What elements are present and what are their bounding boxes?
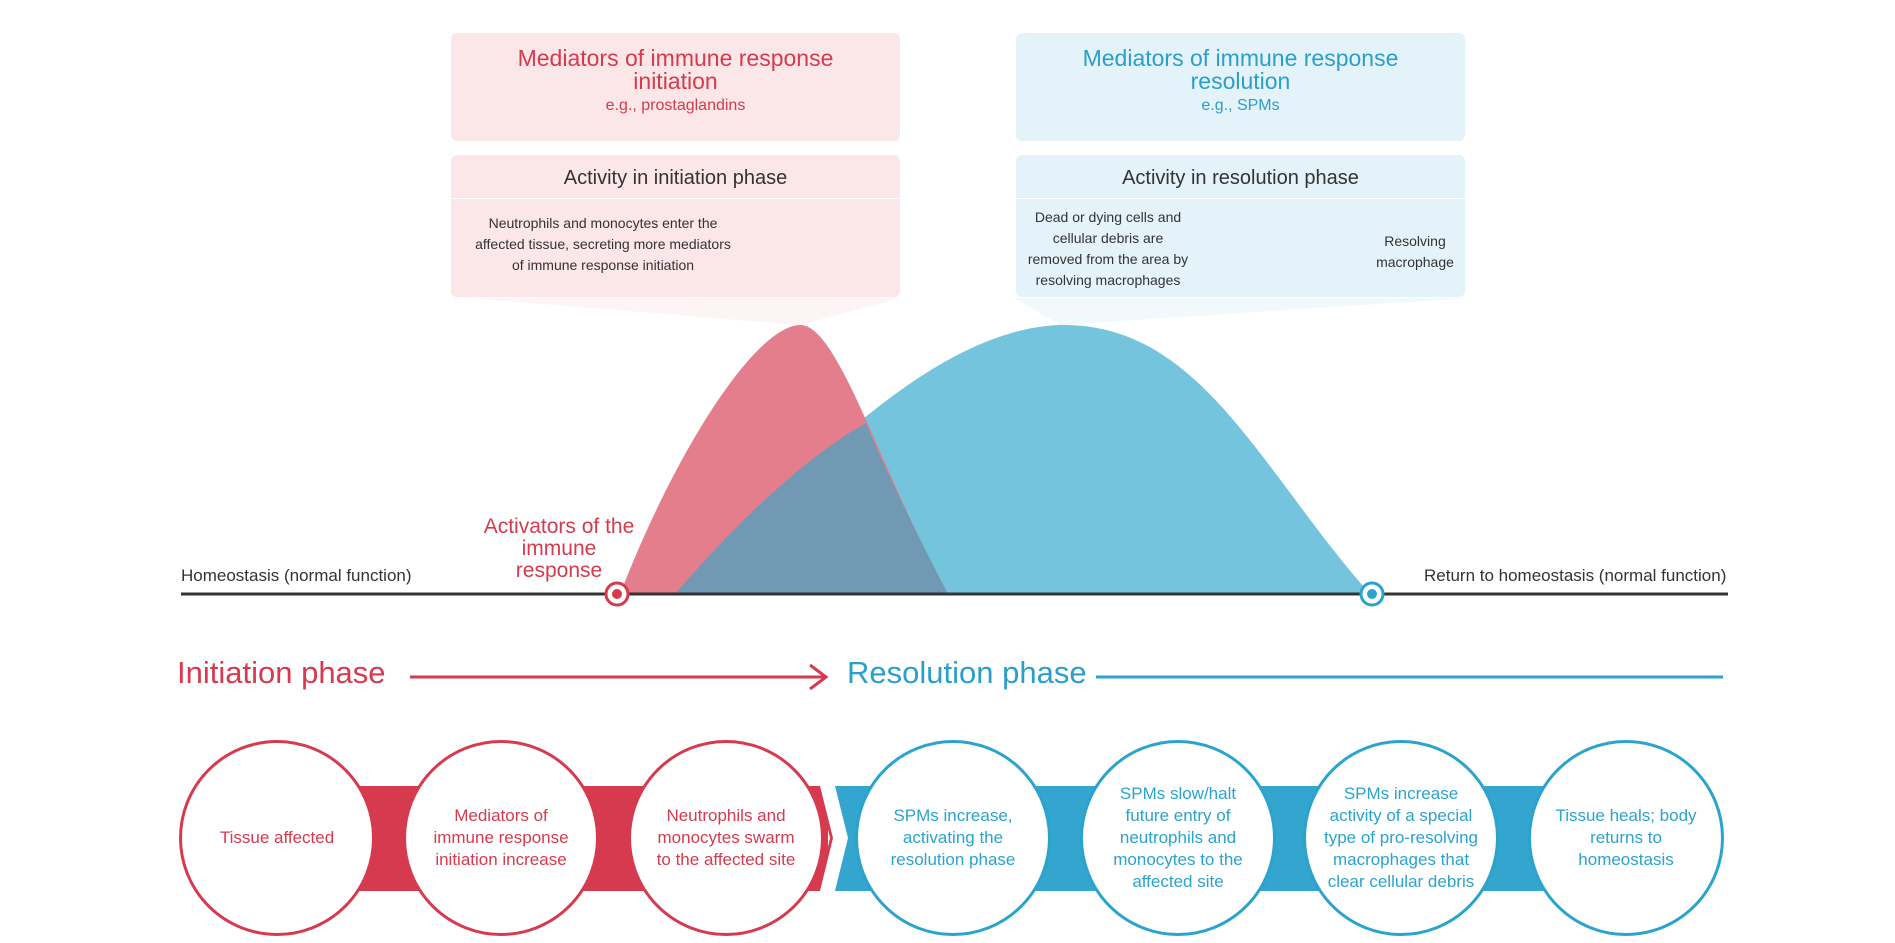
resolution-activity-title: Activity in resolution phase (1016, 167, 1465, 199)
step-circle-1: Tissue affected (179, 740, 375, 936)
resolution-activity-box: Activity in resolution phase Dead or dyi… (1016, 155, 1465, 297)
step-text-2: Mediators of immune response initiation … (433, 806, 569, 869)
resolution-mediators-box: Mediators of immune response resolution … (1016, 33, 1465, 141)
initiation-activity-box: Activity in initiation phase Neutrophils… (451, 155, 900, 297)
step-circle-3: Neutrophils and monocytes swarm to the a… (628, 740, 824, 936)
initiation-activity-text: Neutrophils and monocytes enter the affe… (475, 215, 731, 273)
initiation-phase-label: Initiation phase (177, 655, 386, 690)
step-circle-4: SPMs increase, activating the resolution… (855, 740, 1051, 936)
step-circle-6: SPMs increase activity of a special type… (1303, 740, 1499, 936)
step-text-3: Neutrophils and monocytes swarm to the a… (656, 806, 796, 869)
step-text-5: SPMs slow/halt future entry of neutrophi… (1113, 784, 1243, 891)
return-homeostasis-label: Return to homeostasis (normal function) (1424, 566, 1727, 585)
overlap-region (675, 423, 948, 594)
resolution-activity-text: Dead or dying cells and cellular debris … (1027, 209, 1189, 288)
initiation-projection (470, 298, 900, 325)
step-text-6: SPMs increase activity of a special type… (1323, 784, 1479, 891)
resolution-phase-label: Resolution phase (847, 655, 1087, 690)
activators-label: Activators of the immune response (483, 515, 635, 582)
initiation-mediators-title: Mediators of immune response initiation (517, 45, 834, 94)
step-text-4: SPMs increase, activating the resolution… (890, 806, 1016, 869)
macrophage-label: Resolving macrophage (1376, 233, 1454, 270)
initiation-activity-title: Activity in initiation phase (451, 167, 900, 199)
step-text-7: Tissue heals; body returns to homeostasi… (1555, 806, 1697, 869)
homeostasis-label: Homeostasis (normal function) (181, 566, 412, 585)
step-circle-7: Tissue heals; body returns to homeostasi… (1528, 740, 1724, 936)
resolution-mediators-title: Mediators of immune response resolution (1082, 45, 1399, 94)
initiation-mediators-example: e.g., prostaglandins (605, 97, 746, 114)
resolution-projection (1015, 298, 1470, 325)
resolution-mediators-example: e.g., SPMs (1201, 97, 1280, 114)
step-circle-2: Mediators of immune response initiation … (403, 740, 599, 936)
step-text-1: Tissue affected (219, 828, 335, 847)
step-circle-5: SPMs slow/halt future entry of neutrophi… (1080, 740, 1276, 936)
initiation-mediators-box: Mediators of immune response initiation … (451, 33, 900, 141)
